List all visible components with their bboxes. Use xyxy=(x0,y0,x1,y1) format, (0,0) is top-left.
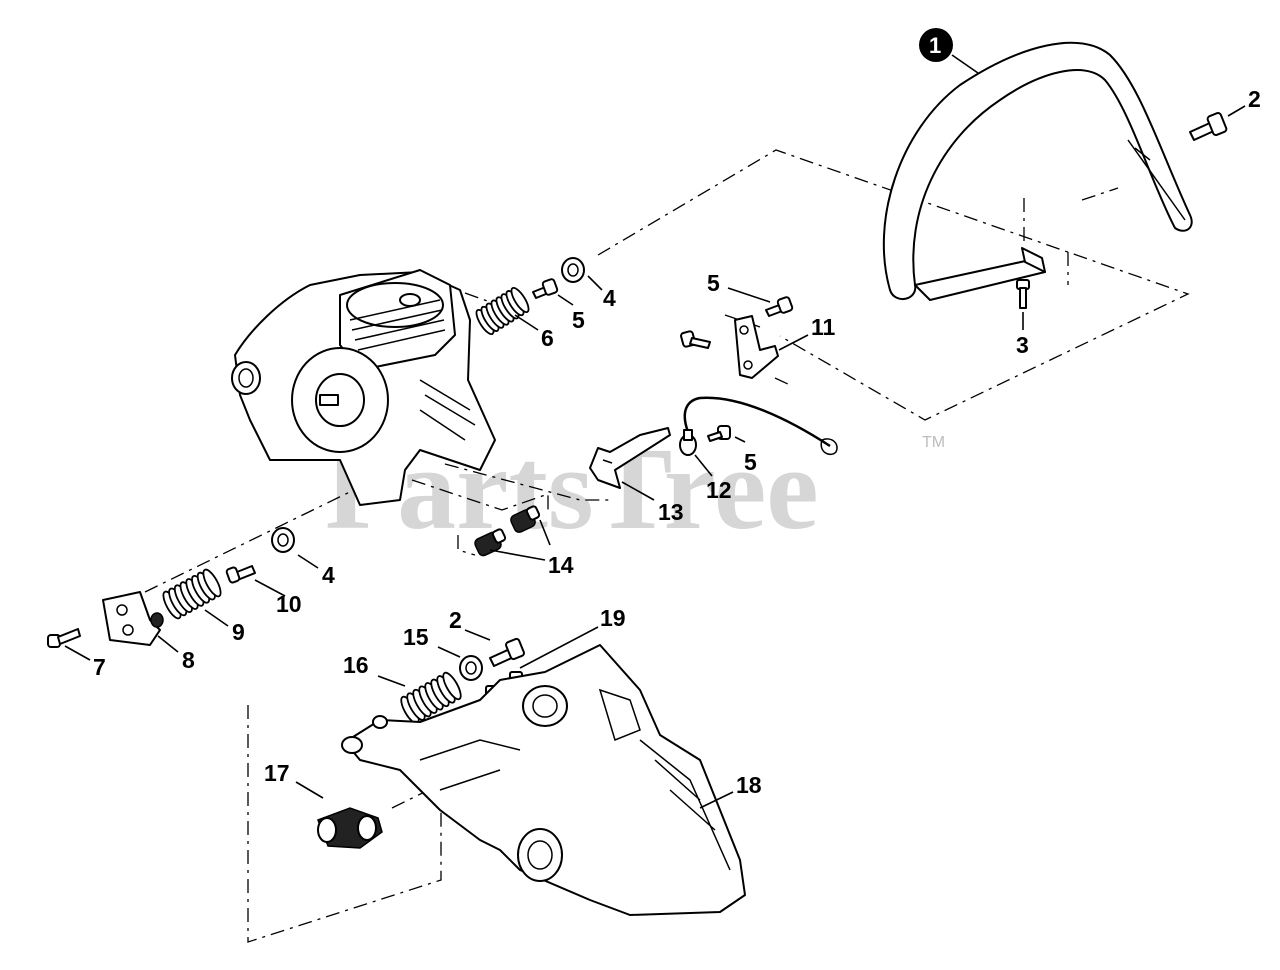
callout-5-b: 5 xyxy=(707,270,720,296)
buffer-4-top xyxy=(561,257,585,283)
intake-17 xyxy=(317,807,383,849)
buffer-14-a xyxy=(510,505,541,533)
callout-8: 8 xyxy=(182,647,195,673)
callout-2-top: 2 xyxy=(1248,86,1261,112)
screw-10 xyxy=(225,565,256,584)
callout-5-c: 5 xyxy=(744,449,757,475)
callout-1: 1 xyxy=(929,33,941,58)
watermark-trademark: TM xyxy=(922,434,945,451)
callout-9: 9 xyxy=(232,619,245,645)
callout-14: 14 xyxy=(548,552,574,578)
callout-7: 7 xyxy=(93,654,106,680)
callout-13: 13 xyxy=(658,499,684,525)
cable-12 xyxy=(679,396,838,456)
screw-2-top xyxy=(1189,112,1228,141)
screw-5-bracket-a xyxy=(765,296,794,317)
callout-labels: 1 2 2 3 4 4 5 5 5 6 7 8 9 10 11 12 13 14… xyxy=(93,28,1261,798)
callout-16: 16 xyxy=(343,652,369,678)
engine-block xyxy=(231,269,496,506)
callout-11: 11 xyxy=(811,314,836,340)
callout-4-top: 4 xyxy=(603,285,616,311)
screw-5-top xyxy=(532,278,559,299)
callout-2-mid: 2 xyxy=(449,607,462,633)
screw-5-bracket-b xyxy=(680,330,711,349)
buffer-15 xyxy=(459,655,483,681)
callout-10: 10 xyxy=(276,591,302,617)
callout-3: 3 xyxy=(1016,332,1029,358)
spring-6 xyxy=(475,286,530,336)
buffer-4-bottom xyxy=(271,527,295,553)
front-handle-bar xyxy=(882,41,1193,301)
plate-13 xyxy=(589,427,671,489)
bracket-11 xyxy=(734,315,779,379)
callout-4-bottom: 4 xyxy=(322,562,335,588)
leader-lines xyxy=(64,54,1246,809)
spring-9 xyxy=(162,568,222,620)
callout-6: 6 xyxy=(541,325,554,351)
screw-3 xyxy=(1016,279,1030,309)
rear-handle-18 xyxy=(341,644,746,916)
screw-2-mid xyxy=(489,637,525,667)
callout-18: 18 xyxy=(736,772,762,798)
callout-15: 15 xyxy=(403,624,429,650)
screw-5-cable xyxy=(707,425,731,442)
buffer-14-b xyxy=(474,528,507,557)
callout-1-badge xyxy=(919,28,953,62)
callout-19: 19 xyxy=(600,605,626,631)
spring-16 xyxy=(400,671,462,725)
screw-7 xyxy=(47,628,81,648)
callout-12: 12 xyxy=(706,477,732,503)
callout-5-a: 5 xyxy=(572,307,585,333)
plate-8 xyxy=(102,591,164,646)
callout-17: 17 xyxy=(264,760,290,786)
